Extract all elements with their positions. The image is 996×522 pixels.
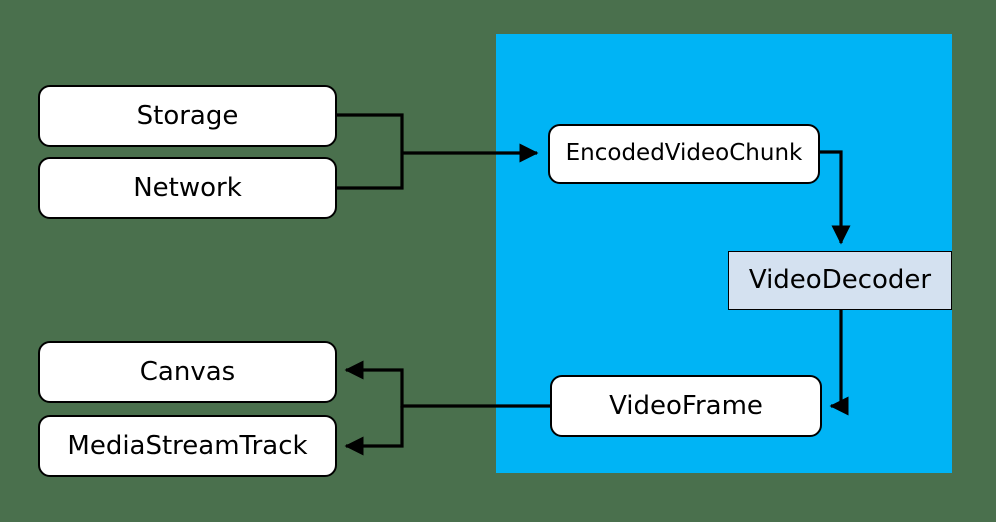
node-network[interactable]: Network — [38, 157, 337, 219]
node-storage-label: Storage — [136, 100, 239, 131]
node-storage[interactable]: Storage — [38, 85, 337, 147]
edge-network-to-chunk — [337, 153, 404, 190]
node-encoded-video-chunk[interactable]: EncodedVideoChunk — [548, 124, 820, 184]
node-media-stream-track[interactable]: MediaStreamTrack — [38, 415, 337, 477]
node-media-stream-track-label: MediaStreamTrack — [67, 430, 308, 461]
node-video-decoder-label: VideoDecoder — [748, 265, 932, 296]
node-canvas[interactable]: Canvas — [38, 341, 337, 403]
edge-storage-to-chunk — [337, 113, 404, 153]
edge-decoder-to-frame — [829, 310, 849, 416]
node-video-frame-label: VideoFrame — [609, 390, 763, 421]
node-video-frame[interactable]: VideoFrame — [550, 375, 822, 437]
node-video-decoder[interactable]: VideoDecoder — [728, 251, 952, 310]
node-canvas-label: Canvas — [139, 356, 236, 387]
node-network-label: Network — [133, 172, 242, 203]
node-encoded-video-chunk-label: EncodedVideoChunk — [565, 140, 803, 167]
edge-chunk-to-decoder — [820, 150, 851, 245]
edge-frame-to-mediastreamtrack — [344, 406, 404, 456]
edge-frame-to-canvas — [344, 360, 550, 408]
